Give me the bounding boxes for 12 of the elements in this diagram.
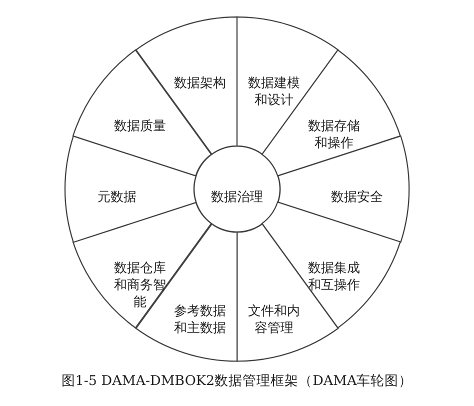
hub-label: 数据治理 bbox=[210, 189, 264, 206]
segment-label: 数据安全 bbox=[330, 188, 384, 206]
segment-label: 数据存储和操作 bbox=[307, 118, 362, 152]
segment-label: 元数据 bbox=[96, 188, 138, 206]
segment-label: 数据集成和互操作 bbox=[307, 260, 362, 294]
segment-label: 数据架构 bbox=[172, 74, 227, 92]
segment-label: 数据质量 bbox=[112, 118, 167, 136]
segment-label: 参考数据和主数据 bbox=[172, 303, 227, 338]
segment-label: 文件和内容管理 bbox=[247, 303, 302, 338]
segment-label: 数据仓库和商务智能 bbox=[112, 260, 167, 311]
figure-caption: 图1-5 DAMA-DMBOK2数据管理框架（DAMA车轮图） bbox=[60, 372, 414, 390]
segment-label: 数据建模和设计 bbox=[247, 74, 302, 109]
